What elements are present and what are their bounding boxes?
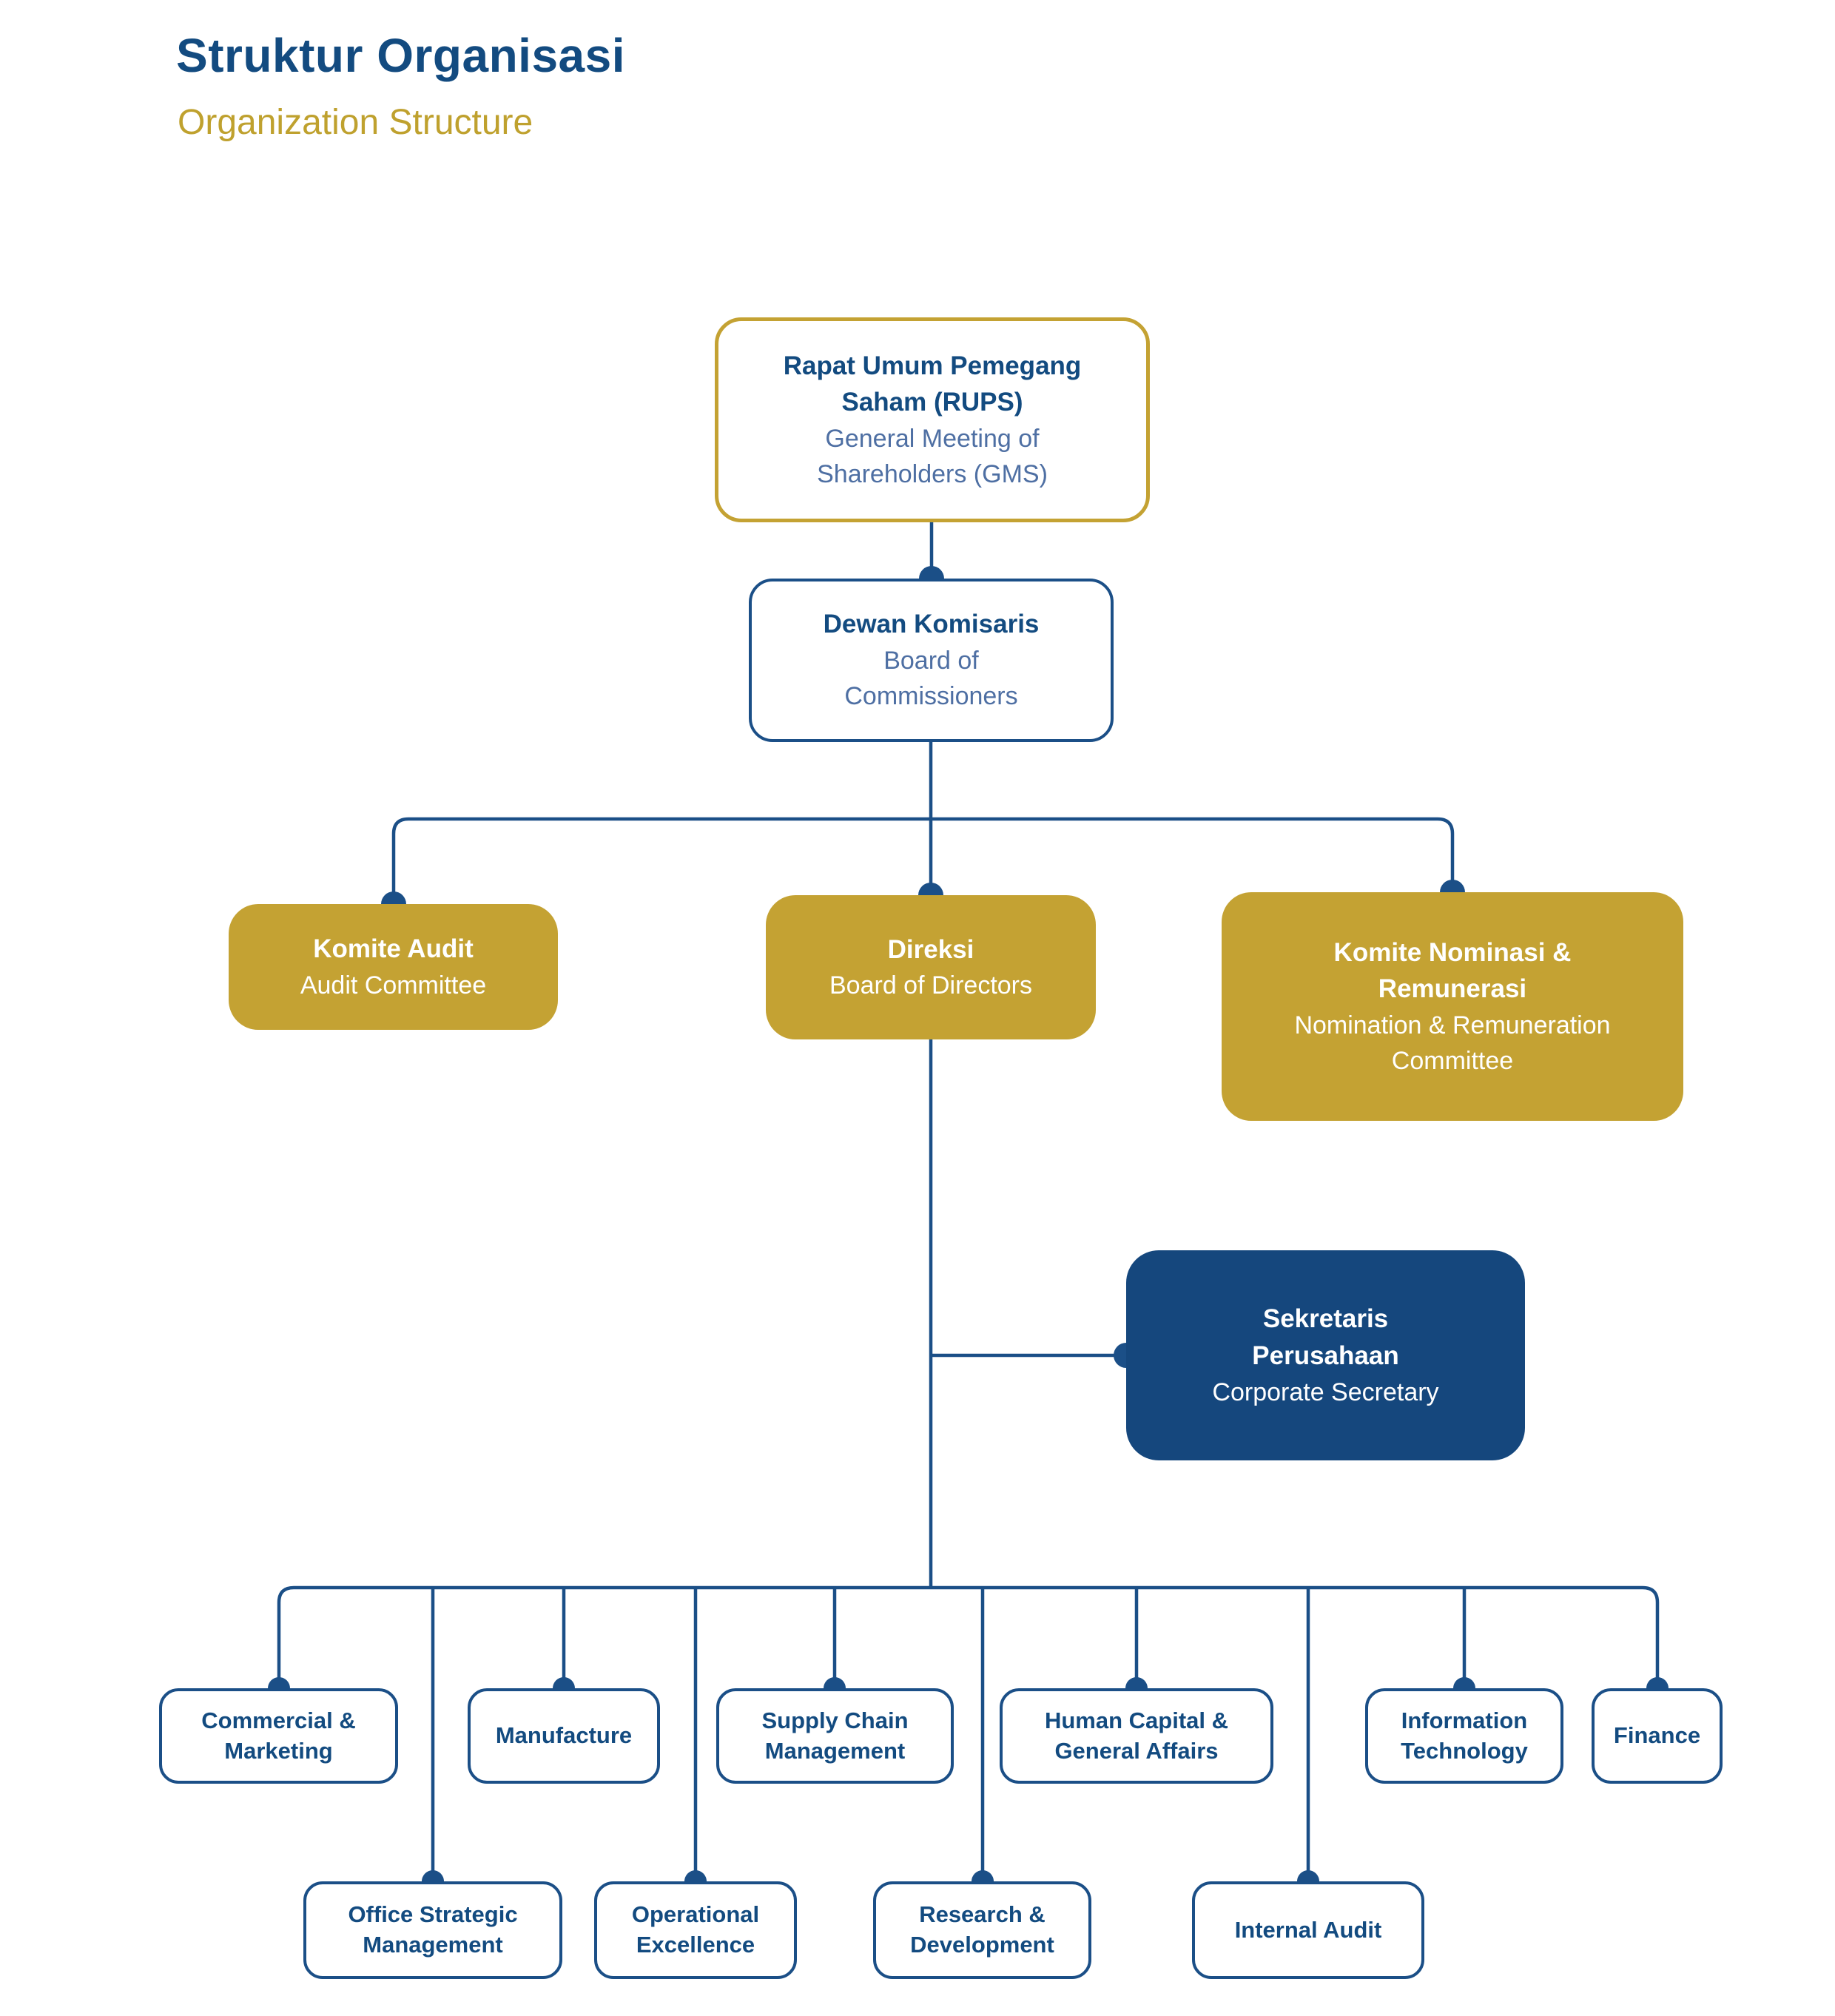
dept-label: Operational Excellence <box>631 1901 760 1958</box>
node-dewan-komisaris-subtitle: Board of Commissioners <box>844 647 1018 711</box>
dept-information-technology: Information Technology <box>1365 1688 1563 1784</box>
page-subtitle: Organization Structure <box>178 103 533 142</box>
node-direksi-subtitle: Board of Directors <box>829 971 1032 1000</box>
node-komite-audit-title: Komite Audit <box>313 934 474 964</box>
node-sekretaris-title: Sekretaris Perusahaan <box>1252 1304 1399 1370</box>
node-komite-nominasi-remunerasi: Komite Nominasi & Remunerasi Nomination … <box>1222 892 1683 1121</box>
node-komite-nominasi-title: Komite Nominasi & Remunerasi <box>1333 937 1572 1004</box>
dept-label: Internal Audit <box>1234 1916 1382 1943</box>
dept-label: Information Technology <box>1401 1707 1528 1764</box>
dept-label: Human Capital & General Affairs <box>1044 1707 1229 1764</box>
node-direksi-title: Direksi <box>887 934 974 964</box>
dept-finance: Finance <box>1592 1688 1723 1784</box>
node-komite-nominasi-subtitle: Nomination & Remuneration Committee <box>1294 1011 1611 1076</box>
node-komite-audit-subtitle: Audit Committee <box>300 971 487 999</box>
dept-label: Finance <box>1613 1722 1701 1749</box>
dept-research-development: Research & Development <box>873 1881 1091 1979</box>
node-komite-audit: Komite Audit Audit Committee <box>229 904 558 1030</box>
node-dewan-komisaris: Dewan Komisaris Board of Commissioners <box>749 579 1114 742</box>
dept-label: Supply Chain Management <box>761 1707 909 1764</box>
dept-supply-chain-management: Supply Chain Management <box>716 1688 954 1784</box>
page-title: Struktur Organisasi <box>176 29 625 82</box>
node-dewan-komisaris-title: Dewan Komisaris <box>823 610 1040 639</box>
dept-label: Office Strategic Management <box>348 1901 518 1958</box>
dept-operational-excellence: Operational Excellence <box>594 1881 797 1979</box>
dept-label: Commercial & Marketing <box>201 1707 356 1764</box>
node-direksi: Direksi Board of Directors <box>766 895 1096 1039</box>
node-sekretaris-subtitle: Corporate Secretary <box>1212 1378 1439 1406</box>
dept-commercial-marketing: Commercial & Marketing <box>159 1688 398 1784</box>
dept-internal-audit: Internal Audit <box>1192 1881 1424 1979</box>
dept-manufacture: Manufacture <box>468 1688 660 1784</box>
dept-label: Manufacture <box>495 1722 633 1749</box>
node-sekretaris-perusahaan: Sekretaris Perusahaan Corporate Secretar… <box>1126 1250 1525 1460</box>
dept-human-capital-general-affairs: Human Capital & General Affairs <box>1000 1688 1273 1784</box>
dept-label: Research & Development <box>910 1901 1054 1958</box>
node-rups: Rapat Umum Pemegang Saham (RUPS) General… <box>715 317 1150 522</box>
node-rups-title: Rapat Umum Pemegang Saham (RUPS) <box>783 351 1082 417</box>
node-rups-subtitle: General Meeting of Shareholders (GMS) <box>817 424 1048 489</box>
dept-office-strategic-management: Office Strategic Management <box>303 1881 562 1979</box>
